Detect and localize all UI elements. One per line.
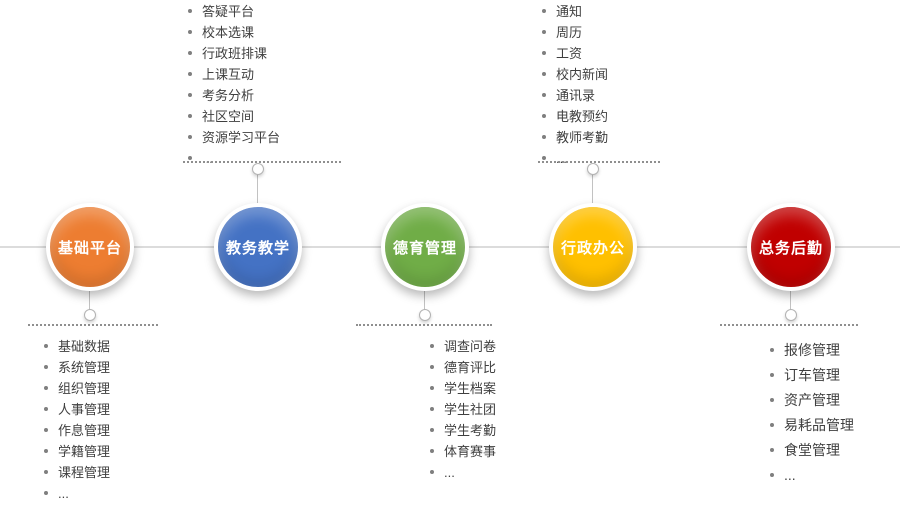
list-item: 基础数据 — [42, 336, 110, 357]
list-item: 通知 — [540, 1, 608, 22]
list-item: 校内新闻 — [540, 64, 608, 85]
list-item: 食堂管理 — [768, 438, 854, 463]
list-item: 周历 — [540, 22, 608, 43]
list-connector-line — [183, 161, 341, 163]
list-item: 考务分析 — [186, 85, 280, 106]
list-item: 资产管理 — [768, 388, 854, 413]
list-connector-line — [356, 324, 492, 326]
list-item: 人事管理 — [42, 399, 110, 420]
module-circle-moral-education: 德育管理 — [381, 203, 469, 291]
connector-node — [252, 163, 264, 175]
list-item: ... — [768, 463, 854, 488]
list-item: 易耗品管理 — [768, 413, 854, 438]
list-item: 工资 — [540, 43, 608, 64]
list-item: 系统管理 — [42, 357, 110, 378]
module-item-list: 通知 周历 工资 校内新闻 通讯录 电教预约 教师考勤 ... — [540, 1, 608, 169]
list-item: 体育赛事 — [428, 441, 496, 462]
list-item: 课程管理 — [42, 462, 110, 483]
list-item: 资源学习平台 — [186, 127, 280, 148]
module-item-list: 基础数据 系统管理 组织管理 人事管理 作息管理 学籍管理 课程管理 ... — [42, 336, 110, 504]
connector-stem — [790, 291, 791, 313]
list-connector-line — [538, 161, 660, 163]
list-item: ... — [540, 148, 608, 169]
list-item: 电教预约 — [540, 106, 608, 127]
list-item: ... — [186, 148, 280, 169]
list-item: 调查问卷 — [428, 336, 496, 357]
list-item: 作息管理 — [42, 420, 110, 441]
connector-node — [587, 163, 599, 175]
list-item: 学生档案 — [428, 378, 496, 399]
list-connector-line — [28, 324, 158, 326]
list-item: 订车管理 — [768, 363, 854, 388]
connector-node — [785, 309, 797, 321]
module-circle-academic-teaching: 教务教学 — [214, 203, 302, 291]
list-item: 社区空间 — [186, 106, 280, 127]
list-item: 学生考勤 — [428, 420, 496, 441]
module-circle-basic-platform: 基础平台 — [46, 203, 134, 291]
connector-stem — [89, 291, 90, 313]
list-connector-line — [720, 324, 858, 326]
module-item-list: 调查问卷 德育评比 学生档案 学生社团 学生考勤 体育赛事 ... — [428, 336, 496, 483]
module-item-list: 答疑平台 校本选课 行政班排课 上课互动 考务分析 社区空间 资源学习平台 ..… — [186, 1, 280, 169]
list-item: 校本选课 — [186, 22, 280, 43]
list-item: 答疑平台 — [186, 1, 280, 22]
list-item: 学生社团 — [428, 399, 496, 420]
list-item: ... — [428, 462, 496, 483]
list-item: 报修管理 — [768, 338, 854, 363]
module-circle-admin-office: 行政办公 — [549, 203, 637, 291]
module-circle-general-logistics: 总务后勤 — [747, 203, 835, 291]
connector-stem — [424, 291, 425, 313]
list-item: 上课互动 — [186, 64, 280, 85]
connector-stem — [592, 166, 593, 204]
connector-node — [419, 309, 431, 321]
list-item: 教师考勤 — [540, 127, 608, 148]
list-item: 学籍管理 — [42, 441, 110, 462]
list-item: 通讯录 — [540, 85, 608, 106]
connector-stem — [257, 166, 258, 204]
list-item: 行政班排课 — [186, 43, 280, 64]
list-item: 组织管理 — [42, 378, 110, 399]
module-item-list: 报修管理 订车管理 资产管理 易耗品管理 食堂管理 ... — [768, 338, 854, 488]
connector-node — [84, 309, 96, 321]
list-item: 德育评比 — [428, 357, 496, 378]
list-item: ... — [42, 483, 110, 504]
